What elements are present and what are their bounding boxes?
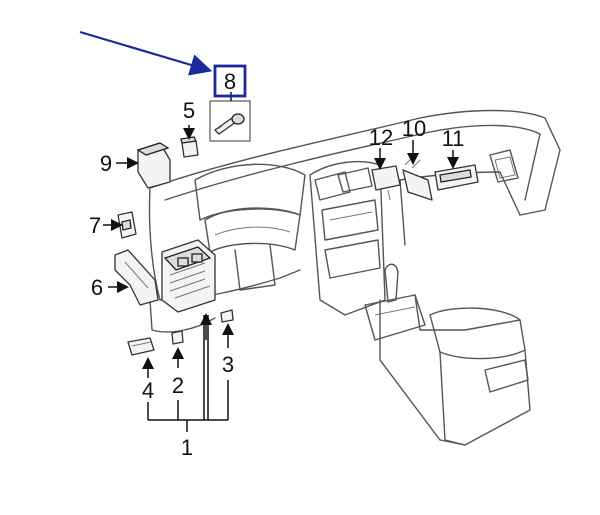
callout-5: 5: [183, 98, 195, 123]
highlight-box: [213, 64, 247, 98]
callout-7: 7: [89, 213, 101, 238]
callout-8: 8: [224, 69, 236, 94]
control-unit-part-11: [434, 164, 479, 191]
callout-10: 10: [402, 116, 426, 141]
module-part-10: [402, 157, 433, 201]
callout-4: 4: [142, 378, 154, 403]
relay-part-5: [180, 136, 199, 158]
relay-part-2: [171, 330, 184, 345]
callout-6: 6: [91, 275, 103, 300]
callout-12: 12: [369, 125, 393, 150]
relay-part-12: [371, 165, 401, 201]
junction-block-part: [161, 239, 216, 313]
relay-part-3: [220, 309, 234, 323]
callout-3: 3: [222, 352, 234, 377]
ecu-part-9: [136, 142, 171, 189]
leader-lines: [103, 92, 459, 432]
pointer-arrow: [79, 30, 213, 76]
module-part-7: [117, 211, 137, 239]
callout-11: 11: [442, 126, 465, 151]
bracket-part-6: [114, 249, 159, 306]
callout-1: 1: [181, 435, 193, 460]
callout-2: 2: [172, 373, 184, 398]
key-part-8: [209, 100, 251, 142]
callout-9: 9: [100, 151, 112, 176]
cover-part-4: [127, 337, 155, 356]
